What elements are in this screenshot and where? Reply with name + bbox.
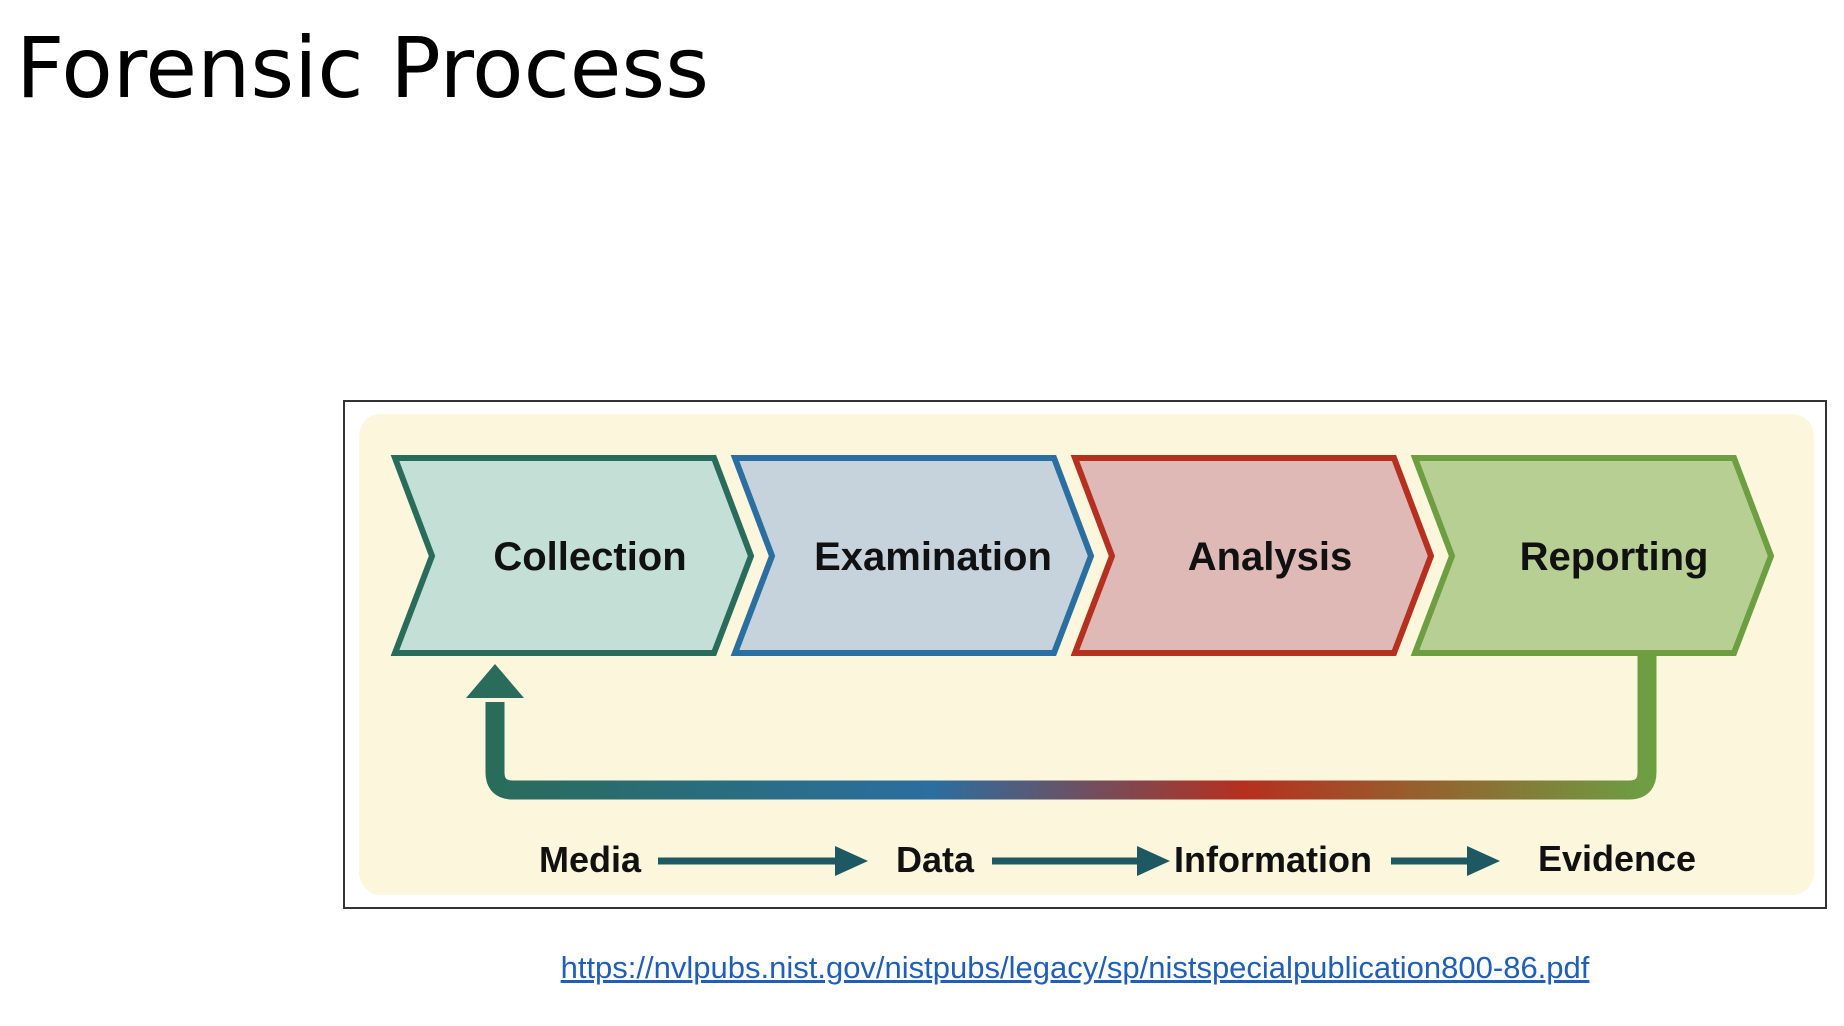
stage-label-reporting: Reporting — [1520, 535, 1709, 579]
feedback-arrowhead-icon — [466, 664, 524, 698]
data-flow-row: Media Data Information Evidence — [539, 838, 1696, 880]
stage-analysis: Analysis — [1070, 455, 1435, 656]
source-link[interactable]: https://nvlpubs.nist.gov/nistpubs/legacy… — [560, 950, 1590, 985]
slide-title: Forensic Process — [16, 19, 709, 117]
flow-arrow-data-information-icon — [992, 846, 1170, 876]
diagram-canvas: Collection Examination Analysis Reportin… — [359, 414, 1814, 895]
chevron-reporting-shape — [1410, 455, 1775, 656]
stage-label-collection: Collection — [493, 535, 686, 579]
feedback-loop-arrow — [466, 654, 1657, 800]
forensic-process-diagram: Collection Examination Analysis Reportin… — [343, 400, 1827, 909]
stage-collection: Collection — [390, 455, 755, 656]
stage-examination: Examination — [730, 455, 1095, 656]
flow-label-evidence: Evidence — [1538, 838, 1696, 879]
stage-reporting: Reporting — [1410, 455, 1775, 656]
flow-label-data: Data — [896, 839, 975, 880]
flow-arrow-media-data-icon — [658, 846, 868, 876]
chevron-analysis-shape — [1070, 455, 1435, 656]
flow-arrow-information-evidence-icon — [1391, 846, 1500, 876]
stage-label-examination: Examination — [814, 535, 1052, 579]
chevron-collection-shape — [390, 455, 755, 656]
flow-label-media: Media — [539, 839, 642, 880]
flow-label-information: Information — [1174, 839, 1372, 880]
stage-label-analysis: Analysis — [1188, 535, 1353, 579]
chevron-examination-shape — [730, 455, 1095, 656]
